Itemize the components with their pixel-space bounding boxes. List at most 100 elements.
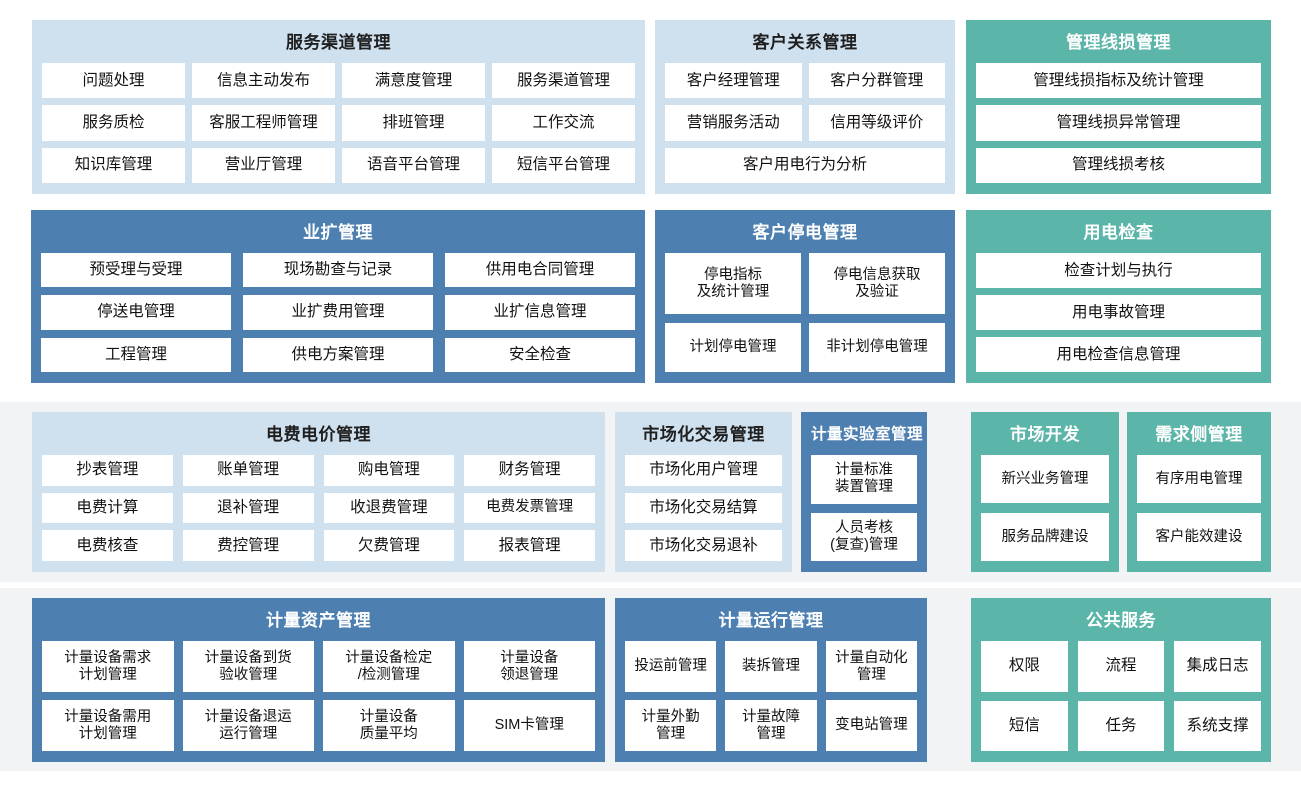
- item-cell[interactable]: 计量故障 管理: [725, 700, 817, 751]
- section-metering-asset[interactable]: 计量资产管理 计量设备需求 计划管理 计量设备到货 验收管理 计量设备检定 /检…: [32, 598, 605, 762]
- section-service-channel[interactable]: 服务渠道管理 问题处理 信息主动发布 满意度管理 服务渠道管理 服务质检 客服工…: [32, 20, 645, 194]
- item-cell[interactable]: 服务品牌建设: [981, 513, 1109, 561]
- item-cell[interactable]: SIM卡管理: [463, 700, 595, 751]
- item-cell[interactable]: 客户用电行为分析: [665, 147, 945, 183]
- item-cell[interactable]: 工程管理: [41, 337, 231, 372]
- section-title: 电费电价管理: [266, 425, 371, 444]
- item-cell[interactable]: 业扩信息管理: [445, 295, 635, 330]
- section-demand-side[interactable]: 需求侧管理 有序用电管理 客户能效建设: [1127, 412, 1271, 572]
- section-title: 市场开发: [1010, 425, 1080, 444]
- section-market-development[interactable]: 市场开发 新兴业务管理 服务品牌建设: [971, 412, 1119, 572]
- item-cell[interactable]: 计量设备到货 验收管理: [182, 641, 314, 692]
- section-power-inspection[interactable]: 用电检查 检查计划与执行 用电事故管理 用电检查信息管理: [966, 210, 1271, 383]
- item-cell[interactable]: 账单管理: [182, 455, 314, 486]
- section-title: 管理线损管理: [1066, 33, 1171, 52]
- item-cell[interactable]: 满意度管理: [342, 63, 485, 99]
- item-cell[interactable]: 费控管理: [182, 530, 314, 561]
- item-cell[interactable]: 非计划停电管理: [809, 323, 945, 372]
- section-public-service[interactable]: 公共服务 权限 流程 集成日志 短信 任务 系统支撑: [971, 598, 1271, 762]
- item-cell[interactable]: 客户经理管理: [665, 63, 802, 99]
- item-cell[interactable]: 停电指标 及统计管理: [665, 253, 801, 315]
- item-cell[interactable]: 财务管理: [464, 455, 595, 486]
- item-cell[interactable]: 客服工程师管理: [192, 105, 335, 141]
- item-cell[interactable]: 计量设备 质量平均: [323, 700, 455, 751]
- item-cell[interactable]: 计量外勤 管理: [625, 700, 717, 751]
- item-cell[interactable]: 市场化交易退补: [625, 530, 782, 561]
- item-cell[interactable]: 停电信息获取 及验证: [809, 253, 945, 315]
- section-customer-relation[interactable]: 客户关系管理 客户经理管理 客户分群管理 营销服务活动 信用等级评价 客户用电行…: [655, 20, 955, 194]
- item-cell[interactable]: 计量标准 装置管理: [811, 455, 917, 504]
- item-cell[interactable]: 管理线损异常管理: [976, 105, 1261, 141]
- item-cell[interactable]: 供电方案管理: [243, 337, 433, 372]
- section-items-grid: 有序用电管理 客户能效建设: [1137, 455, 1261, 561]
- item-cell[interactable]: 计量设备 领退管理: [463, 641, 595, 692]
- item-cell[interactable]: 电费计算: [42, 492, 173, 524]
- item-cell[interactable]: 知识库管理: [42, 147, 185, 183]
- item-cell[interactable]: 现场勘查与记录: [243, 253, 433, 288]
- section-line-loss[interactable]: 管理线损管理 管理线损指标及统计管理 管理线损异常管理 管理线损考核: [966, 20, 1271, 194]
- section-title: 客户停电管理: [752, 223, 858, 242]
- item-cell[interactable]: 电费发票管理: [464, 492, 595, 524]
- item-cell[interactable]: 计量设备需求 计划管理: [42, 641, 174, 692]
- item-cell[interactable]: 客户能效建设: [1137, 513, 1261, 561]
- item-cell[interactable]: 语音平台管理: [342, 147, 485, 183]
- item-cell[interactable]: 排班管理: [342, 105, 485, 141]
- item-cell[interactable]: 停送电管理: [41, 295, 231, 330]
- item-cell[interactable]: 预受理与受理: [41, 253, 231, 288]
- item-cell[interactable]: 变电站管理: [825, 700, 917, 751]
- section-market-trade[interactable]: 市场化交易管理 市场化用户管理 市场化交易结算 市场化交易退补: [615, 412, 792, 572]
- section-title: 计量运行管理: [718, 611, 824, 630]
- item-cell[interactable]: 抄表管理: [42, 455, 173, 486]
- item-cell[interactable]: 问题处理: [42, 63, 185, 99]
- item-cell[interactable]: 短信: [981, 700, 1068, 751]
- section-metering-lab[interactable]: 计量实验室管理 计量标准 装置管理 人员考核 (复查)管理: [801, 412, 927, 572]
- item-cell[interactable]: 信息主动发布: [192, 63, 335, 99]
- item-cell[interactable]: 安全检查: [445, 337, 635, 372]
- item-cell[interactable]: 服务渠道管理: [492, 63, 635, 99]
- item-cell[interactable]: 购电管理: [323, 455, 455, 486]
- item-cell[interactable]: 检查计划与执行: [976, 253, 1261, 288]
- item-cell[interactable]: 计量设备检定 /检测管理: [323, 641, 455, 692]
- item-cell[interactable]: 退补管理: [182, 492, 314, 524]
- section-business-expansion[interactable]: 业扩管理 预受理与受理 现场勘查与记录 供用电合同管理 停送电管理 业扩费用管理…: [31, 210, 645, 383]
- item-cell[interactable]: 投运前管理: [625, 641, 717, 692]
- item-cell[interactable]: 报表管理: [464, 530, 595, 561]
- section-tariff[interactable]: 电费电价管理 抄表管理 账单管理 购电管理 财务管理 电费计算 退补管理 收退费…: [32, 412, 605, 572]
- section-items-grid: 预受理与受理 现场勘查与记录 供用电合同管理 停送电管理 业扩费用管理 业扩信息…: [41, 253, 635, 372]
- item-cell[interactable]: 短信平台管理: [492, 147, 635, 183]
- item-cell[interactable]: 计划停电管理: [665, 323, 801, 372]
- item-cell[interactable]: 信用等级评价: [808, 105, 945, 141]
- item-cell[interactable]: 电费核查: [42, 530, 173, 561]
- section-metering-run[interactable]: 计量运行管理 投运前管理 装拆管理 计量自动化 管理 计量外勤 管理 计量故障 …: [615, 598, 927, 762]
- item-cell[interactable]: 系统支撑: [1174, 700, 1261, 751]
- item-cell[interactable]: 业扩费用管理: [243, 295, 433, 330]
- item-cell[interactable]: 营业厅管理: [192, 147, 335, 183]
- item-cell[interactable]: 管理线损指标及统计管理: [976, 63, 1261, 99]
- item-cell[interactable]: 集成日志: [1174, 641, 1261, 692]
- item-cell[interactable]: 有序用电管理: [1137, 455, 1261, 503]
- item-cell[interactable]: 计量设备需用 计划管理: [42, 700, 174, 751]
- item-cell[interactable]: 工作交流: [492, 105, 635, 141]
- item-cell[interactable]: 用电检查信息管理: [976, 337, 1261, 372]
- item-cell[interactable]: 管理线损考核: [976, 147, 1261, 183]
- item-cell[interactable]: 营销服务活动: [665, 105, 802, 141]
- item-cell[interactable]: 市场化交易结算: [625, 492, 782, 524]
- item-cell[interactable]: 服务质检: [42, 105, 185, 141]
- item-cell[interactable]: 任务: [1077, 700, 1165, 751]
- item-cell[interactable]: 装拆管理: [725, 641, 817, 692]
- section-items-grid: 检查计划与执行 用电事故管理 用电检查信息管理: [976, 253, 1261, 372]
- item-cell[interactable]: 客户分群管理: [808, 63, 945, 99]
- item-cell[interactable]: 权限: [981, 641, 1068, 692]
- item-cell[interactable]: 计量设备退运 运行管理: [182, 700, 314, 751]
- item-cell[interactable]: 流程: [1077, 641, 1165, 692]
- item-cell[interactable]: 计量自动化 管理: [825, 641, 917, 692]
- item-cell[interactable]: 人员考核 (复查)管理: [811, 512, 917, 561]
- item-cell[interactable]: 市场化用户管理: [625, 455, 782, 486]
- item-cell[interactable]: 收退费管理: [323, 492, 455, 524]
- section-customer-outage[interactable]: 客户停电管理 停电指标 及统计管理 停电信息获取 及验证 计划停电管理 非计划停…: [655, 210, 955, 383]
- section-items-grid: 客户经理管理 客户分群管理 营销服务活动 信用等级评价 客户用电行为分析: [665, 63, 945, 183]
- item-cell[interactable]: 用电事故管理: [976, 295, 1261, 330]
- item-cell[interactable]: 欠费管理: [323, 530, 455, 561]
- item-cell[interactable]: 供用电合同管理: [445, 253, 635, 288]
- item-cell[interactable]: 新兴业务管理: [981, 455, 1109, 503]
